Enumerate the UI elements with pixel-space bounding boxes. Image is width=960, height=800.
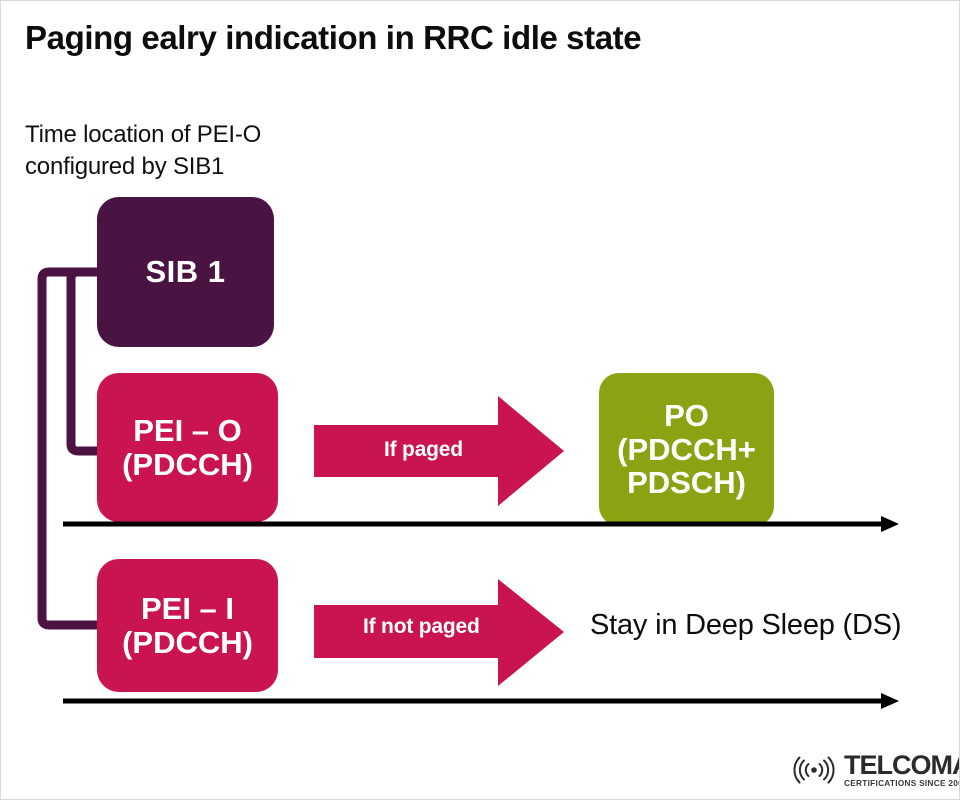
signal-wave-icon xyxy=(793,756,835,784)
telcoma-logo: TELCOMA CERTIFICATIONS SINCE 2009 xyxy=(787,750,960,788)
arrow-label-if-not-paged: If not paged xyxy=(363,615,480,638)
node-po[interactable]: PO (PDCCH+ PDSCH) xyxy=(599,373,774,526)
node-po-line-3: PDSCH) xyxy=(627,465,746,501)
node-po-line-2: (PDCCH+ xyxy=(617,431,756,467)
node-pei-o[interactable]: PEI – O (PDCCH) xyxy=(97,373,278,522)
node-pei-o-line-1: PEI – O xyxy=(133,413,242,449)
logo-name: TELCOMA xyxy=(844,750,960,780)
node-sib1-label: SIB 1 xyxy=(145,254,226,290)
deep-sleep-label: Stay in Deep Sleep (DS) xyxy=(590,609,902,641)
timeline-lower-arrowhead xyxy=(881,693,899,709)
node-pei-i-text: PEI – I (PDCCH) xyxy=(97,592,278,659)
logo-tagline: CERTIFICATIONS SINCE 2009 xyxy=(844,778,960,788)
subtitle-line-2: configured by SIB1 xyxy=(25,152,225,180)
node-pei-o-line-2: (PDCCH) xyxy=(122,446,253,482)
node-pei-i-line-2: (PDCCH) xyxy=(122,624,253,660)
node-sib1[interactable]: SIB 1 xyxy=(97,197,274,347)
subtitle-line-1: Time location of PEI-O xyxy=(25,121,262,148)
arrow-label-if-paged: If paged xyxy=(384,438,463,461)
subtitle-note: Time location of PEI-O configured by SIB… xyxy=(25,119,261,182)
node-pei-o-text: PEI – O (PDCCH) xyxy=(97,414,278,481)
timeline-upper-arrowhead xyxy=(881,516,899,532)
page-title: Paging ealry indication in RRC idle stat… xyxy=(25,19,642,56)
node-pei-i-line-1: PEI – I xyxy=(140,591,235,627)
node-pei-i[interactable]: PEI – I (PDCCH) xyxy=(97,559,278,692)
logo-text-block: TELCOMA CERTIFICATIONS SINCE 2009 xyxy=(844,750,960,788)
node-po-line-1: PO xyxy=(664,398,709,434)
node-po-text: PO (PDCCH+ PDSCH) xyxy=(599,398,774,501)
